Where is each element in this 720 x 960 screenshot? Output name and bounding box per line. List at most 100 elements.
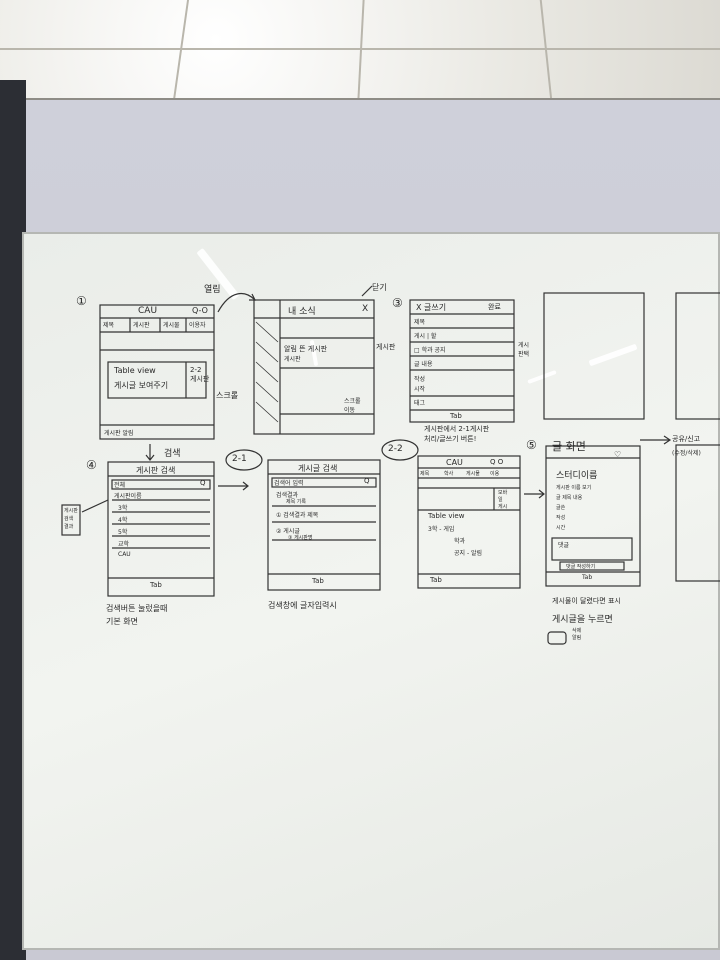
screen-6-tab-item: 학사 [444, 471, 454, 477]
screen-5-caption: 검색창에 글자입력시 [268, 601, 337, 610]
screen-6-title: CAU [446, 458, 463, 467]
screen-6-tab: Tab [430, 576, 442, 584]
screen-7-caption3: 삭제 알림 [572, 628, 582, 641]
screen-4-item: 교학 [118, 541, 130, 548]
screen-2-item2: 게시판 [284, 356, 301, 363]
screen-3-tab: Tab [450, 412, 462, 420]
screen-3-row: □ 학과 공지 [414, 347, 446, 354]
blank-frame [543, 292, 645, 420]
screen-7-comment: 댓글 [558, 542, 570, 549]
dark-pillar [0, 80, 26, 960]
screen-1-search: Q-O [192, 306, 208, 315]
screen-4-arrow-label: 검색 [164, 449, 181, 459]
screen-1-tab: 게시판 [133, 322, 150, 329]
screen-6-search: Q O [490, 458, 504, 466]
whiteboard [22, 232, 720, 950]
screen-3-row: 글 내용 [414, 361, 433, 368]
blank-frame [675, 444, 720, 582]
screen-1-tab: 게시물 [163, 322, 180, 329]
screen-2-side: 게시판 [376, 343, 396, 351]
blank-frame [675, 292, 720, 420]
screen-7-line: 작성 [556, 515, 566, 521]
screen-1-open-note: 열림 [204, 285, 221, 295]
screen-7-line: 글 제목 내용 [556, 495, 583, 501]
screen-3-title: X 글쓰기 [416, 303, 447, 312]
screen-1-bottom: 게시판 알림 [104, 430, 134, 437]
screen-6-row: 공지 - 알림 [454, 550, 483, 557]
screen-5-item: 검색결과 [276, 492, 299, 499]
wireframe-screen-5 [267, 459, 381, 591]
screen-1-side: 2-2 게시판 [190, 366, 210, 383]
screen-7-title: 글 화면 [552, 440, 586, 453]
heart-icon: ♡ [614, 450, 622, 459]
screen-5-number: 2-1 [232, 454, 247, 464]
open-arrow [217, 293, 256, 313]
screen-4-number: ④ [86, 458, 97, 472]
screen-5-item: ① 검색결과 제목 [276, 512, 319, 519]
screen-5-item: 검색어 입력 [274, 480, 304, 487]
screen-3-action: 완료 [488, 303, 501, 311]
screen-1-number: ① [76, 294, 87, 308]
screen-3-number: ③ [392, 296, 403, 310]
wireframe-screen-4 [107, 461, 215, 597]
screen-1-title: CAU [138, 306, 158, 316]
screen-5-item: ③ 게시판명 [288, 535, 313, 541]
screen-2-scroll-note: 스크롤 이동 [344, 398, 361, 414]
screen-6-row: 학과 [454, 538, 466, 545]
screen-4-item: 3학 [118, 505, 128, 512]
screen-4-item: 전체 [114, 482, 126, 489]
screen-4-caption: 검색버튼 눌렀을때 기본 화면 [106, 604, 168, 626]
screen-7-caption: 게시물이 달렸다면 표시 [552, 597, 621, 605]
screen-4-item: CAU [118, 551, 131, 558]
screen-4-item: 게시판이름 [114, 493, 142, 500]
screen-6-side: 모바 일 게시 [498, 490, 508, 510]
wireframe-screen-3 [409, 299, 515, 423]
screen-7-topnote: 공유/신고 [672, 435, 701, 443]
screen-4-title: 게시판 검색 [136, 466, 176, 475]
screen-5-item: ② 게시글 [276, 528, 300, 535]
screen-7-tab: Tab [582, 574, 593, 581]
screen-7-number: ⑤ [526, 438, 537, 452]
screen-6-number: 2-2 [388, 444, 403, 454]
screen-3-foot: 게시판에서 2-1게시판 처리/글쓰기 버튼! [424, 425, 490, 443]
screen-3-row: 시작 [414, 386, 426, 393]
screen-5-tab: Tab [312, 577, 324, 585]
wireframe-screen-1 [99, 304, 215, 440]
wireframe-screen-7 [545, 445, 641, 587]
screen-3-row: 작성 [414, 376, 426, 383]
screen-2-close: X [362, 304, 369, 314]
screen-6-tableview: Table view [428, 512, 465, 520]
screen-1-tableview: Table view [114, 366, 156, 375]
screen-3-side: 게시 판택 [518, 342, 530, 358]
screen-6-tab-item: 이용 [490, 471, 500, 477]
ceiling-seam [0, 48, 720, 50]
screen-5-search-icon: Q [364, 477, 370, 485]
screen-1-tab: 제목 [103, 322, 115, 329]
screen-6-row: 3학 - 게임 [428, 526, 455, 533]
screen-7-line: 게시판 이름 보기 [556, 485, 592, 491]
sticky-note [61, 504, 81, 536]
screen-4-tab: Tab [150, 581, 162, 589]
screen-4-item: 4학 [118, 517, 128, 524]
screen-1-tab: 이용자 [189, 322, 206, 329]
screen-6-tab-item: 제목 [420, 471, 430, 477]
screen-7-topnote2: (수정/삭제) [672, 450, 701, 457]
screen-3-row: 게시 | 할 [414, 333, 437, 340]
screen-3-row: 제목 [414, 319, 426, 326]
screen-6-tab-item: 게시물 [466, 471, 480, 477]
screen-2-title: 내 소식 [288, 307, 316, 317]
screen-4-item: 5학 [118, 529, 128, 536]
screen-4-sticky-text: 게시판 검색 결과 [64, 508, 78, 530]
screen-2-item: 알림 뜬 게시판 [284, 345, 328, 353]
screen-2-close-note: 닫기 [372, 283, 387, 292]
screen-1-scroll-note: 스크롤 [216, 391, 239, 400]
screen-7-name: 스터디이름 [556, 471, 598, 481]
screen-5-title: 게시글 검색 [298, 464, 338, 473]
screen-7-line: 글쓴 [556, 505, 566, 511]
wireframe-screen-6 [417, 455, 521, 589]
wireframe-screen-2 [253, 299, 375, 435]
screen-3-row: 태그 [414, 400, 426, 407]
screen-5-item: 제목 기록 [286, 499, 306, 505]
screen-7-caption2: 게시글을 누르면 [552, 615, 613, 625]
